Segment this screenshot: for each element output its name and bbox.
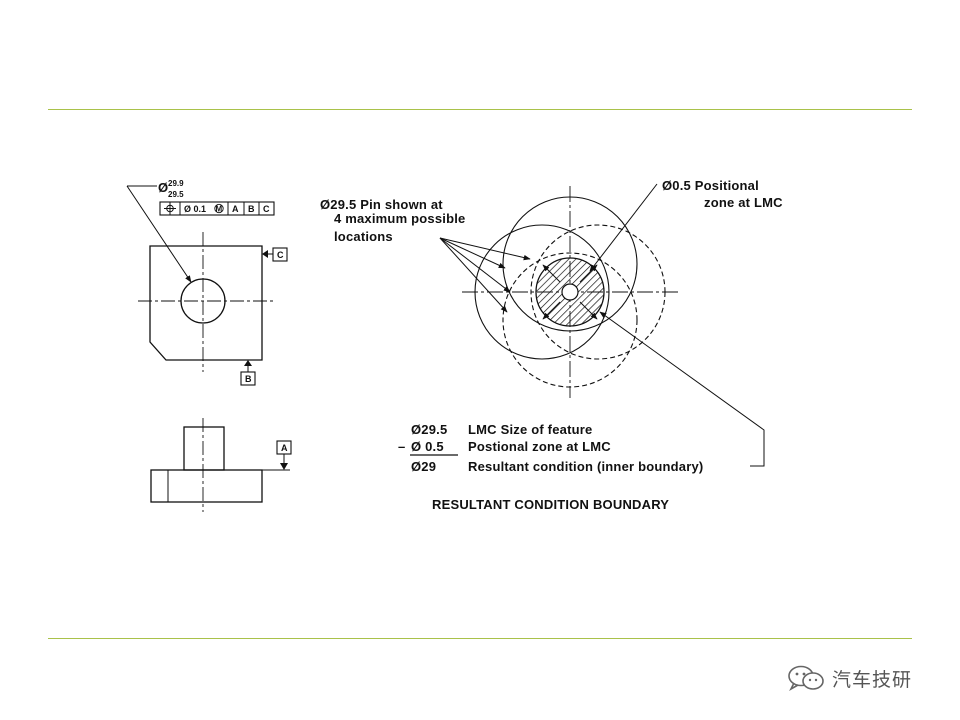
pin-circle-left [474, 224, 610, 360]
top-divider [48, 109, 912, 110]
diagram-caption: RESULTANT CONDITION BOUNDARY [432, 497, 669, 512]
pin-label-line1: Ø29.5 Pin shown at [320, 197, 443, 212]
mmc-modifier-circle [214, 203, 224, 214]
hole-leader [126, 185, 192, 283]
calc-row2-prefix: – [398, 439, 405, 454]
dim-upper-limit: 29.9 [168, 179, 184, 188]
position-icon [164, 202, 176, 215]
zone-label-leader [589, 183, 658, 272]
calc-row2-value: Ø 0.5 [411, 439, 444, 454]
fcf-tolerance: Ø 0.1 [184, 204, 206, 214]
calc-row1-value: Ø29.5 [411, 422, 447, 437]
datum-b-label: B [245, 374, 252, 384]
part-top-view [138, 232, 275, 372]
datum-a-feature: A [262, 440, 292, 471]
datum-c-label: C [277, 250, 284, 260]
feature-control-frame: Ø 0.1 M A B C [159, 201, 275, 216]
calc-row2-text: Postional zone at LMC [468, 439, 611, 454]
watermark: 汽车技研 [786, 663, 912, 693]
zone-center-circle [561, 283, 579, 301]
pin-label-line2: 4 maximum possible [334, 211, 465, 226]
calculation-block: Ø29.5 LMC Size of feature – Ø 0.5 Postio… [398, 422, 703, 474]
dim-lower-limit: 29.5 [168, 190, 184, 199]
calc-row3-value: Ø29 [411, 459, 436, 474]
fcf-datum-b: B [248, 204, 255, 214]
fcf-datum-a: A [232, 204, 239, 214]
datum-b-feature: B [240, 360, 256, 386]
bottom-divider [48, 638, 912, 639]
zone-label-line2: zone at LMC [704, 195, 783, 210]
pin-circle-right [530, 224, 666, 360]
pin-circle-bottom [502, 252, 638, 388]
fcf-datum-c: C [263, 204, 270, 214]
pin-label-leaders [439, 237, 531, 313]
inner-boundary-leader [599, 311, 765, 467]
watermark-text: 汽车技研 [832, 668, 913, 691]
calc-row1-text: LMC Size of feature [468, 422, 592, 437]
calc-row3-text: Resultant condition (inner boundary) [468, 459, 703, 474]
datum-a-label: A [281, 443, 288, 453]
zone-label-line1: Ø0.5 Positional [662, 178, 759, 193]
datum-c-feature: C [262, 247, 288, 262]
dim-diameter-symbol: Ø [158, 180, 168, 195]
part-front-view [150, 418, 263, 512]
wechat-icon [788, 665, 824, 692]
fcf-modifier: M [216, 205, 223, 214]
pin-label-line3: locations [334, 229, 393, 244]
